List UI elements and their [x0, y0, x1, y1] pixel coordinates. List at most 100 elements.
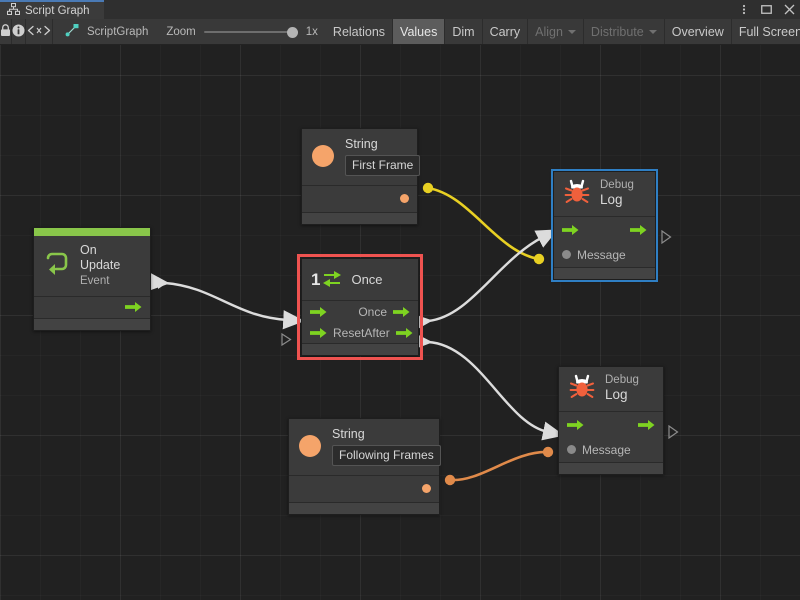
graph-toolbar: ScriptGraph Zoom 1x Relations Values Dim…	[0, 19, 800, 45]
input-message-label: Message	[582, 442, 631, 457]
distribute-label: Distribute	[590, 24, 644, 39]
script-graph-icon	[7, 2, 20, 19]
string-value-icon	[312, 145, 334, 168]
breadcrumb[interactable]: ScriptGraph	[53, 19, 158, 44]
info-icon	[12, 24, 25, 40]
port-row-flow-out[interactable]	[34, 297, 150, 318]
lock-button[interactable]	[0, 19, 12, 44]
input-message-port[interactable]: Message	[562, 248, 626, 262]
toolbar-button-relations[interactable]: Relations	[326, 19, 394, 44]
node-footer	[289, 501, 439, 514]
event-loop-icon	[43, 251, 71, 280]
input-flow-port[interactable]	[567, 419, 584, 431]
kebab-menu-icon[interactable]	[737, 3, 750, 16]
toolbar-button-carry[interactable]: Carry	[483, 19, 529, 44]
node-debug-log-1[interactable]: Debug Log	[551, 169, 658, 282]
edge-following-frames-to-log2-message[interactable]	[444, 446, 554, 486]
port-row-value-out[interactable]	[289, 476, 439, 502]
node-subtitle: Event	[80, 274, 110, 287]
string-value-input[interactable]: First Frame	[345, 155, 421, 176]
output-once-port[interactable]: Once	[358, 305, 410, 319]
align-label: Align	[535, 24, 563, 39]
port-row-flow[interactable]	[559, 412, 663, 437]
node-once[interactable]: 1 Once Once	[297, 254, 423, 360]
edge-once-to-log1-flow[interactable]	[410, 229, 558, 333]
flow-arrow-icon	[562, 224, 579, 235]
tab-label: Script Graph	[25, 4, 90, 17]
flow-arrow-icon	[630, 224, 647, 235]
node-header: String First Frame	[302, 129, 421, 186]
toolbar-button-distribute[interactable]: Distribute	[584, 19, 665, 44]
breadcrumb-label: ScriptGraph	[87, 25, 149, 38]
output-after-label: After	[364, 325, 390, 340]
tab-script-graph[interactable]: Script Graph	[0, 0, 104, 19]
input-message-port[interactable]: Message	[567, 443, 631, 457]
input-reset-label: Reset	[333, 325, 365, 340]
zoom-slider[interactable]	[203, 25, 298, 39]
node-footer	[554, 267, 655, 279]
output-value-port[interactable]	[400, 194, 409, 204]
flow-arrow-icon	[638, 419, 655, 430]
node-footer	[302, 343, 418, 355]
output-value-port[interactable]	[422, 484, 431, 494]
graph-canvas[interactable]: On Update Event	[0, 45, 800, 600]
input-message-label: Message	[577, 247, 626, 262]
edge-first-frame-to-log1-message[interactable]	[422, 182, 545, 265]
node-header: On Update Event	[34, 236, 150, 297]
input-flow-port[interactable]	[310, 306, 327, 318]
node-header: Debug Log	[559, 367, 663, 412]
node-on-update[interactable]: On Update Event	[33, 227, 151, 331]
node-string-first-frame[interactable]: String First Frame	[301, 128, 421, 225]
flow-arrow-icon	[393, 306, 410, 317]
toolbar-button-dim[interactable]: Dim	[445, 19, 483, 44]
node-footer	[34, 317, 150, 330]
node-string-following-frames[interactable]: String Following Frames	[288, 418, 441, 515]
debug-log-1-output-stub	[661, 230, 672, 244]
port-row-value-out[interactable]	[302, 186, 417, 212]
info-button[interactable]	[12, 19, 26, 44]
value-port-dot	[562, 250, 571, 259]
node-title: Once	[351, 271, 383, 287]
output-flow-port[interactable]	[125, 301, 142, 313]
toolbar-button-align[interactable]: Align	[528, 19, 584, 44]
toolbar-button-full-screen[interactable]: Full Screen	[732, 19, 800, 44]
values-label: Values	[400, 24, 438, 39]
flow-arrow-icon	[567, 419, 584, 430]
angle-brackets-icon	[26, 25, 52, 39]
zoom-control: Zoom 1x	[158, 19, 326, 44]
flow-arrow-icon	[395, 327, 413, 338]
zoom-knob[interactable]	[286, 26, 298, 38]
port-row-reset-after[interactable]: Reset After	[302, 322, 418, 343]
toolbar-button-values[interactable]: Values	[393, 19, 446, 44]
chevron-down-icon	[567, 29, 576, 34]
node-title: Debug	[605, 374, 639, 387]
port-row-flow[interactable]	[554, 217, 655, 242]
node-header-text: Debug Log	[600, 178, 634, 208]
node-debug-log-2[interactable]: Debug Log	[558, 366, 664, 475]
code-view-button[interactable]	[26, 19, 53, 44]
output-flow-port[interactable]	[630, 224, 647, 236]
edge-after-to-log2-flow[interactable]	[410, 331, 565, 441]
title-bar: Script Graph	[0, 0, 800, 20]
toolbar-button-overview[interactable]: Overview	[665, 19, 732, 44]
node-title: On Update	[80, 243, 121, 273]
zoom-value: 1x	[305, 25, 318, 38]
maximize-icon[interactable]	[760, 3, 773, 16]
port-row-message[interactable]: Message	[559, 437, 663, 462]
string-value-input[interactable]: Following Frames	[332, 445, 441, 466]
input-flow-port[interactable]	[562, 224, 579, 236]
node-body	[289, 475, 439, 502]
output-flow-port[interactable]	[638, 419, 655, 431]
node-body	[302, 185, 417, 212]
graph-edges	[147, 182, 565, 486]
node-header-text: String First Frame	[345, 137, 421, 176]
output-after-port[interactable]: After	[364, 325, 413, 340]
input-reset-port[interactable]: Reset	[310, 326, 364, 340]
edge-on-update-to-once[interactable]	[147, 272, 305, 330]
close-icon[interactable]	[783, 3, 796, 16]
bug-icon	[563, 178, 591, 209]
node-body: Message	[559, 412, 663, 462]
port-row-message[interactable]: Message	[554, 242, 655, 267]
port-row-once[interactable]: Once	[302, 301, 418, 322]
